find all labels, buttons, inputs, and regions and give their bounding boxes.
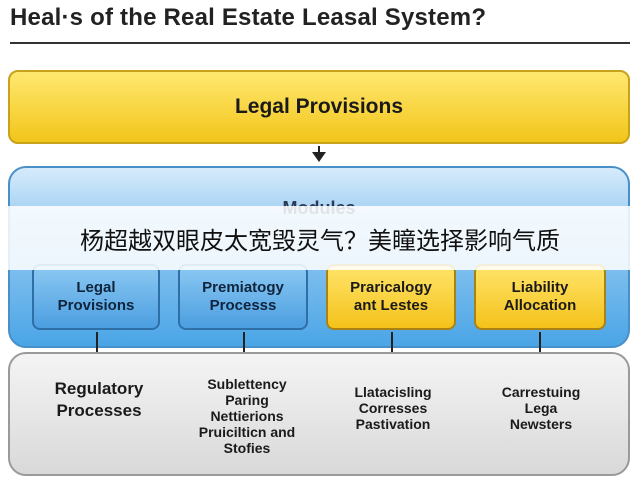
legal-provisions-label: Legal Provisions xyxy=(234,95,404,118)
legal-provisions-banner: Legal Provisions xyxy=(8,70,630,144)
module-label: Liability Allocation xyxy=(503,279,577,314)
module-premiatogy-processs: Premiatogy Processs xyxy=(178,264,308,330)
module-legal-provisions: Legal Provisions xyxy=(32,264,160,330)
process-carrestuing: Carrestuing Lega Newsters xyxy=(501,384,581,432)
module-praricalogy: Praricalogy ant Lestes xyxy=(326,264,456,330)
overlay-caption-band: 杨超越双眼皮太宽毁灵气？美瞳选择影响气质 xyxy=(0,206,640,270)
module-liability-allocation: Liability Allocation xyxy=(474,264,606,330)
process-regulatory: Regulatory Processes xyxy=(54,379,144,420)
arrow-banner-to-modules xyxy=(312,146,326,162)
overlay-caption: 杨超越双眼皮太宽毁灵气？美瞳选择影响气质 xyxy=(80,227,560,255)
process-llatacisling: Llatacisling Corresses Pastivation xyxy=(354,384,432,432)
module-label: Praricalogy ant Lestes xyxy=(350,279,432,314)
module-label: Legal Provisions xyxy=(57,279,135,314)
module-label: Premiatogy Processs xyxy=(202,279,284,314)
title-underline xyxy=(10,42,630,44)
processes-panel xyxy=(8,352,630,476)
process-sublettency: Sublettency Paring Nettierions Pruicilti… xyxy=(198,376,296,456)
diagram-title: Heal·s of the Real Estate Leasal System? xyxy=(10,4,487,31)
